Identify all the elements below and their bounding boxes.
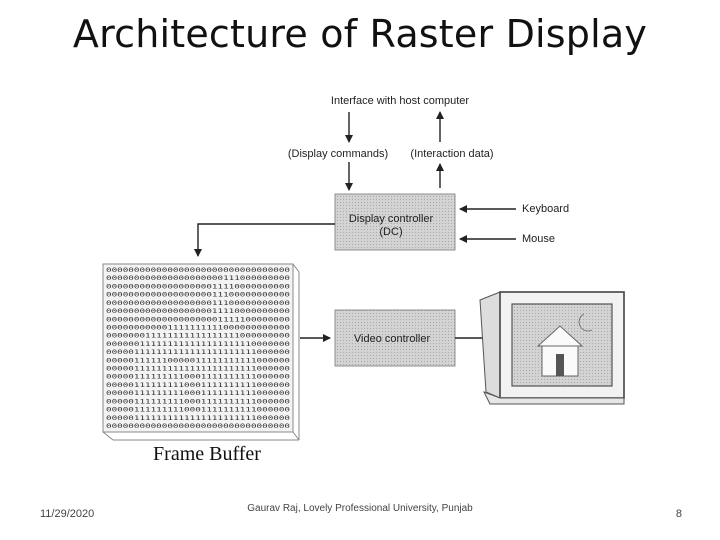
frame-buffer-label: Frame Buffer <box>153 443 261 465</box>
frame-buffer-row: 000000000000000000000000000000000 <box>106 423 290 430</box>
frame-buffer-row: 000000000000000000000000000000000 <box>106 267 290 274</box>
frame-buffer-row: 000000000000000000001111100000000 <box>106 316 290 323</box>
frame-buffer-row: 000001111111111111111111111000000 <box>106 349 290 356</box>
frame-buffer-row: 000001111111111111111111111000000 <box>106 366 290 373</box>
frame-buffer-bits: 0000000000000000000000000000000000000000… <box>106 267 290 430</box>
footer-date: 11/29/2020 <box>40 508 95 520</box>
frame-buffer-row: 000000011111111111111111000000000 <box>106 333 290 340</box>
display-controller-abbr: (DC) <box>379 226 402 238</box>
arrow-dc-to-frame-buffer <box>194 223 335 257</box>
frame-buffer-row: 000001111111110001111111111000000 <box>106 398 290 405</box>
display-commands-label: (Display commands) <box>288 148 388 160</box>
display-controller-label: Display controller <box>349 213 434 225</box>
interface-label: Interface with host computer <box>331 95 470 107</box>
frame-buffer-row: 000001111111110001111111111000000 <box>106 407 290 414</box>
interaction-data-label: (Interaction data) <box>410 148 493 160</box>
video-controller-box: Video controller <box>334 309 456 367</box>
mouse-label: Mouse <box>522 233 555 245</box>
frame-buffer-row: 000000111111111111111111110000000 <box>106 341 290 348</box>
slide-title: Architecture of Raster Display <box>72 12 648 56</box>
frame-buffer-row: 000001111111110001111111111000000 <box>106 374 290 381</box>
video-controller-label: Video controller <box>354 333 431 345</box>
frame-buffer-row: 000001111111110001111111111000000 <box>106 390 290 397</box>
monitor-icon <box>479 291 625 405</box>
footer-author: Gaurav Raj, Lovely Professional Universi… <box>247 503 473 514</box>
house-icon <box>536 325 584 377</box>
frame-buffer-row: 000000000000000000011100000000000 <box>106 292 290 299</box>
frame-buffer-box <box>102 263 300 441</box>
raster-display-diagram: Interface with host computer (Display co… <box>102 95 625 465</box>
frame-buffer-row: 000000000000000000011110000000000 <box>106 308 290 315</box>
frame-buffer-row: 000001111111110001111111111000000 <box>106 382 290 389</box>
frame-buffer-row: 000001111110000011111111111000000 <box>106 357 290 364</box>
frame-buffer-row: 000000000000000000011110000000000 <box>106 283 290 290</box>
display-controller-box: Display controller (DC) <box>334 193 456 251</box>
frame-buffer-row: 000000000000000000011100000000000 <box>106 300 290 307</box>
frame-buffer-row: 000001111111111111111111111000000 <box>106 415 290 422</box>
keyboard-label: Keyboard <box>522 203 569 215</box>
frame-buffer-row: 000000000001111111111000000000000 <box>106 325 290 332</box>
frame-buffer-row: 000000000000000000000111000000000 <box>106 275 290 282</box>
page-number: 8 <box>675 508 682 520</box>
moon-icon <box>578 313 593 332</box>
